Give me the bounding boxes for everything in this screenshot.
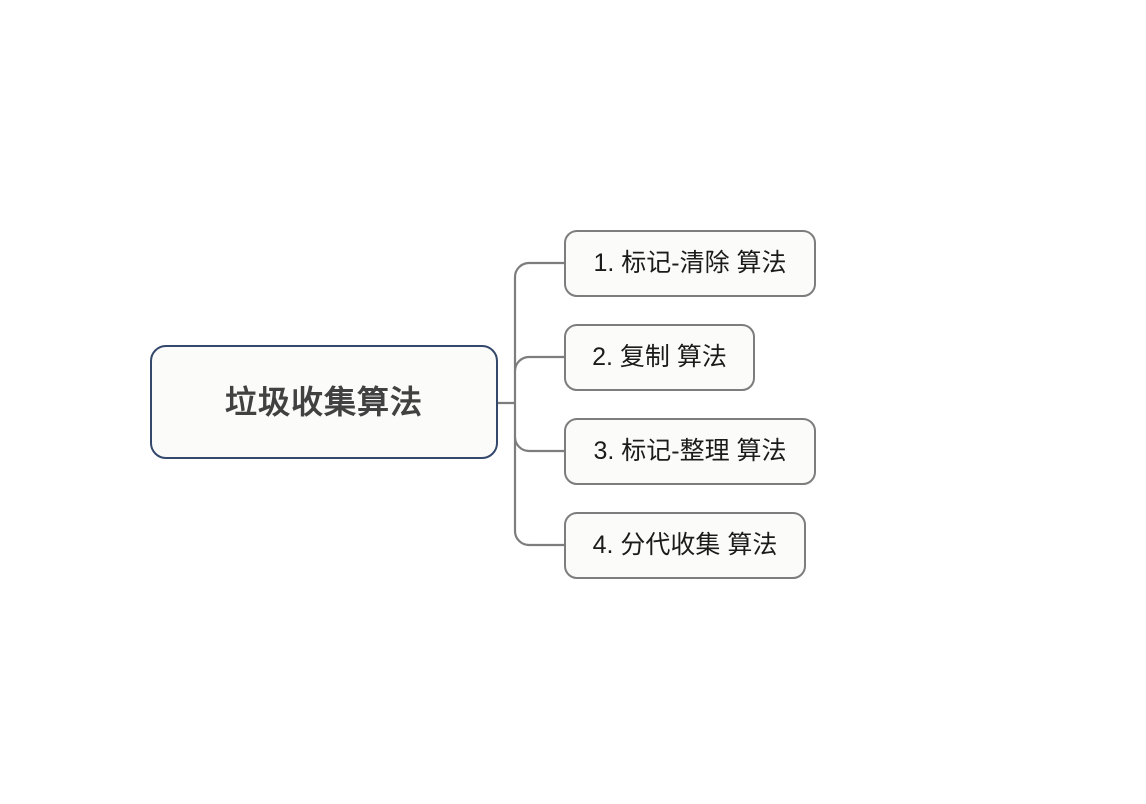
connector-branch-1: [513, 261, 564, 278]
child-node-1-label: 1. 标记-清除 算法: [593, 249, 787, 277]
child-node-2[interactable]: 2. 复制 算法: [564, 324, 755, 391]
connector-branch-2: [513, 355, 564, 372]
connector-branch-3: [513, 436, 564, 453]
root-node-label: 垃圾收集算法: [224, 384, 423, 420]
child-node-3-label: 3. 标记-整理 算法: [593, 437, 787, 465]
root-node[interactable]: 垃圾收集算法: [150, 345, 498, 459]
child-node-1[interactable]: 1. 标记-清除 算法: [564, 230, 816, 297]
child-node-2-label: 2. 复制 算法: [592, 343, 727, 371]
child-node-4-label: 4. 分代收集 算法: [592, 531, 778, 559]
connector-branch-4: [513, 530, 564, 547]
child-node-3[interactable]: 3. 标记-整理 算法: [564, 418, 816, 485]
child-node-4[interactable]: 4. 分代收集 算法: [564, 512, 806, 579]
